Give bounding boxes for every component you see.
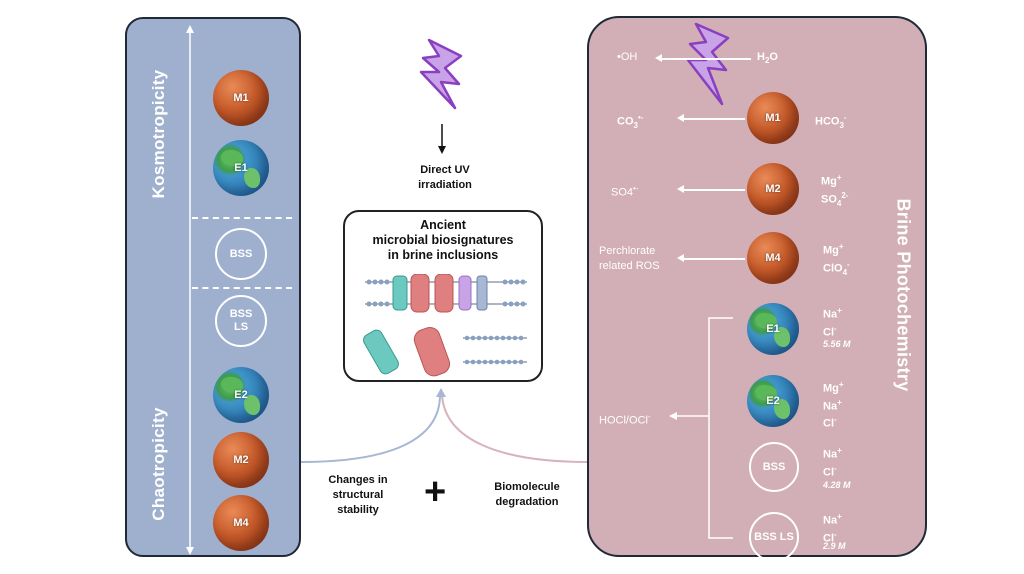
divider-dashed: [192, 217, 292, 219]
e1-ions: Na+Cl-: [823, 306, 842, 339]
planet-m4: M4: [213, 495, 269, 551]
planet-e1: E1: [747, 303, 799, 355]
water-label: H2O: [757, 51, 778, 66]
bicarbonate-label: HCO3-: [815, 113, 847, 130]
carbonate-radical-label: CO3•-: [617, 113, 644, 130]
uv-label: Direct UV irradiation: [418, 164, 472, 191]
bss-ls-circle: BSS LS: [749, 512, 799, 562]
bss-ls-concentration: 2.9 M: [823, 541, 846, 551]
bss-ions: Na+Cl-: [823, 446, 842, 479]
membrane-proteins-icon: [365, 274, 527, 313]
down-arrow-icon: [438, 124, 446, 154]
vertical-double-arrow: [186, 25, 194, 555]
m2-ions: Mg+SO42-: [821, 173, 849, 208]
planet-m2: M2: [747, 163, 799, 215]
biomolecule-degradation-label: Biomolecule degradation: [494, 481, 560, 508]
proteins-and-bilayer-icon: [363, 326, 527, 377]
plus-sign: +: [424, 471, 447, 513]
bss-concentration: 4.28 M: [823, 480, 851, 490]
bracket-connector: [669, 317, 733, 539]
kosmotropicity-chaotropicity-panel: Kosmotropicity Chaotropicity M1 E1 BSS B…: [125, 17, 301, 557]
sulfate-radical-label: SO4•-: [611, 184, 639, 199]
arrow-left: [677, 255, 745, 261]
oh-radical-label: •OH: [617, 51, 638, 63]
uv-lightning-icon: [686, 22, 730, 106]
arrow-left: [677, 186, 745, 192]
planet-m1: M1: [213, 70, 269, 126]
divider-dashed: [192, 287, 292, 289]
uv-lightning-icon: [419, 38, 463, 110]
bss-circle: BSS: [749, 442, 799, 492]
planet-e2: E2: [213, 367, 269, 423]
m4-ions: Mg+ClO4-: [823, 242, 850, 277]
e1-concentration: 5.56 M: [823, 339, 851, 349]
structural-stability-label: Changes in structural stability: [328, 474, 388, 516]
planet-e2: E2: [747, 375, 799, 427]
bss-circle: BSS: [215, 228, 267, 280]
perchlorate-ros-label: Perchlorate related ROS: [599, 245, 660, 272]
planet-m1: M1: [747, 92, 799, 144]
brine-photochemistry-panel: Brine Photochemistry •OH H2O CO3•- M1 HC…: [587, 16, 927, 562]
hypochlorite-label: HOCl/OCl-: [599, 412, 651, 427]
arrow-left: [677, 115, 745, 121]
planet-m2: M2: [213, 432, 269, 488]
e2-ions: Mg+Na+Cl-: [823, 380, 844, 430]
bss-ls-ions: Na+Cl-: [823, 512, 842, 545]
arrow-left: [655, 55, 751, 61]
planet-m4: M4: [747, 232, 799, 284]
biosignatures-box: Ancient microbial biosignatures in brine…: [343, 210, 543, 382]
planet-e1: E1: [213, 140, 269, 196]
biosignatures-title: Ancient microbial biosignatures in brine…: [372, 218, 514, 262]
brine-photochemistry-label: Brine Photochemistry: [893, 198, 914, 392]
